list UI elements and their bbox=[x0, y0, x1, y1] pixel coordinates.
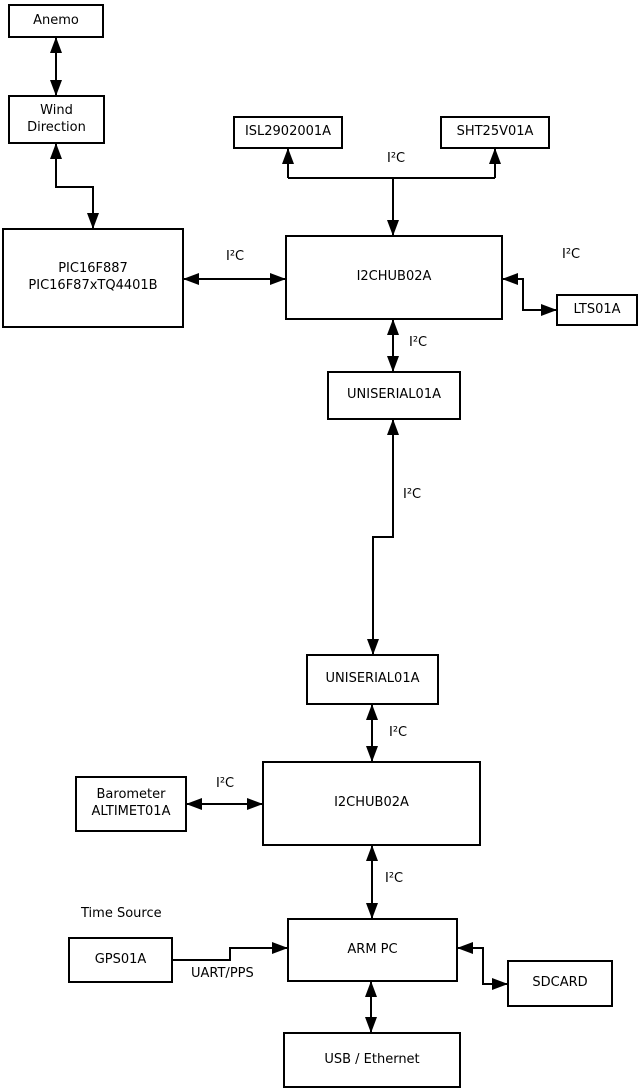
label-i2c-uniserial-link: I²C bbox=[403, 487, 422, 502]
label-i2c-lts: I²C bbox=[562, 247, 581, 262]
label-time-source: Time Source bbox=[81, 906, 162, 921]
label-i2c-hub1-uniserial1: I²C bbox=[409, 335, 428, 350]
label-uart-pps: UART/PPS bbox=[191, 966, 254, 981]
node-uniserial01a-lower: UNISERIAL01A bbox=[306, 654, 439, 705]
node-lts01a: LTS01A bbox=[556, 294, 638, 326]
edge-hub1-lts bbox=[502, 273, 557, 316]
label-i2c-top-bus: I²C bbox=[387, 151, 406, 166]
node-usb-ethernet: USB / Ethernet bbox=[283, 1032, 461, 1088]
label-i2c-hub2-armpc: I²C bbox=[385, 871, 404, 886]
node-sht25v01a: SHT25V01A bbox=[440, 116, 550, 149]
node-uniserial01a-upper: UNISERIAL01A bbox=[327, 371, 461, 420]
edge-uniserial1-uniserial2 bbox=[367, 419, 399, 655]
edge-wind-pic bbox=[50, 143, 99, 229]
node-i2chub02a-upper: I2CHUB02A bbox=[285, 235, 503, 320]
node-arm-pc: ARM PC bbox=[287, 918, 458, 982]
node-gps01a: GPS01A bbox=[68, 937, 173, 983]
label-i2c-pic-hub1: I²C bbox=[226, 249, 245, 264]
node-sdcard: SDCARD bbox=[507, 960, 613, 1007]
node-barometer-altimet01a: Barometer ALTIMET01A bbox=[75, 776, 187, 832]
node-i2chub02a-lower: I2CHUB02A bbox=[262, 761, 481, 846]
node-isl2902001a: ISL2902001A bbox=[233, 116, 343, 149]
edge-armpc-sdcard bbox=[457, 942, 508, 990]
label-i2c-barometer-hub2: I²C bbox=[216, 776, 235, 791]
node-pic16f887: PIC16F887 PIC16F87xTQ4401B bbox=[2, 228, 184, 328]
node-anemo: Anemo bbox=[8, 4, 104, 38]
edge-gps-armpc bbox=[173, 942, 288, 961]
node-wind-direction: Wind Direction bbox=[8, 95, 105, 144]
label-i2c-uniserial2-hub2: I²C bbox=[389, 725, 408, 740]
